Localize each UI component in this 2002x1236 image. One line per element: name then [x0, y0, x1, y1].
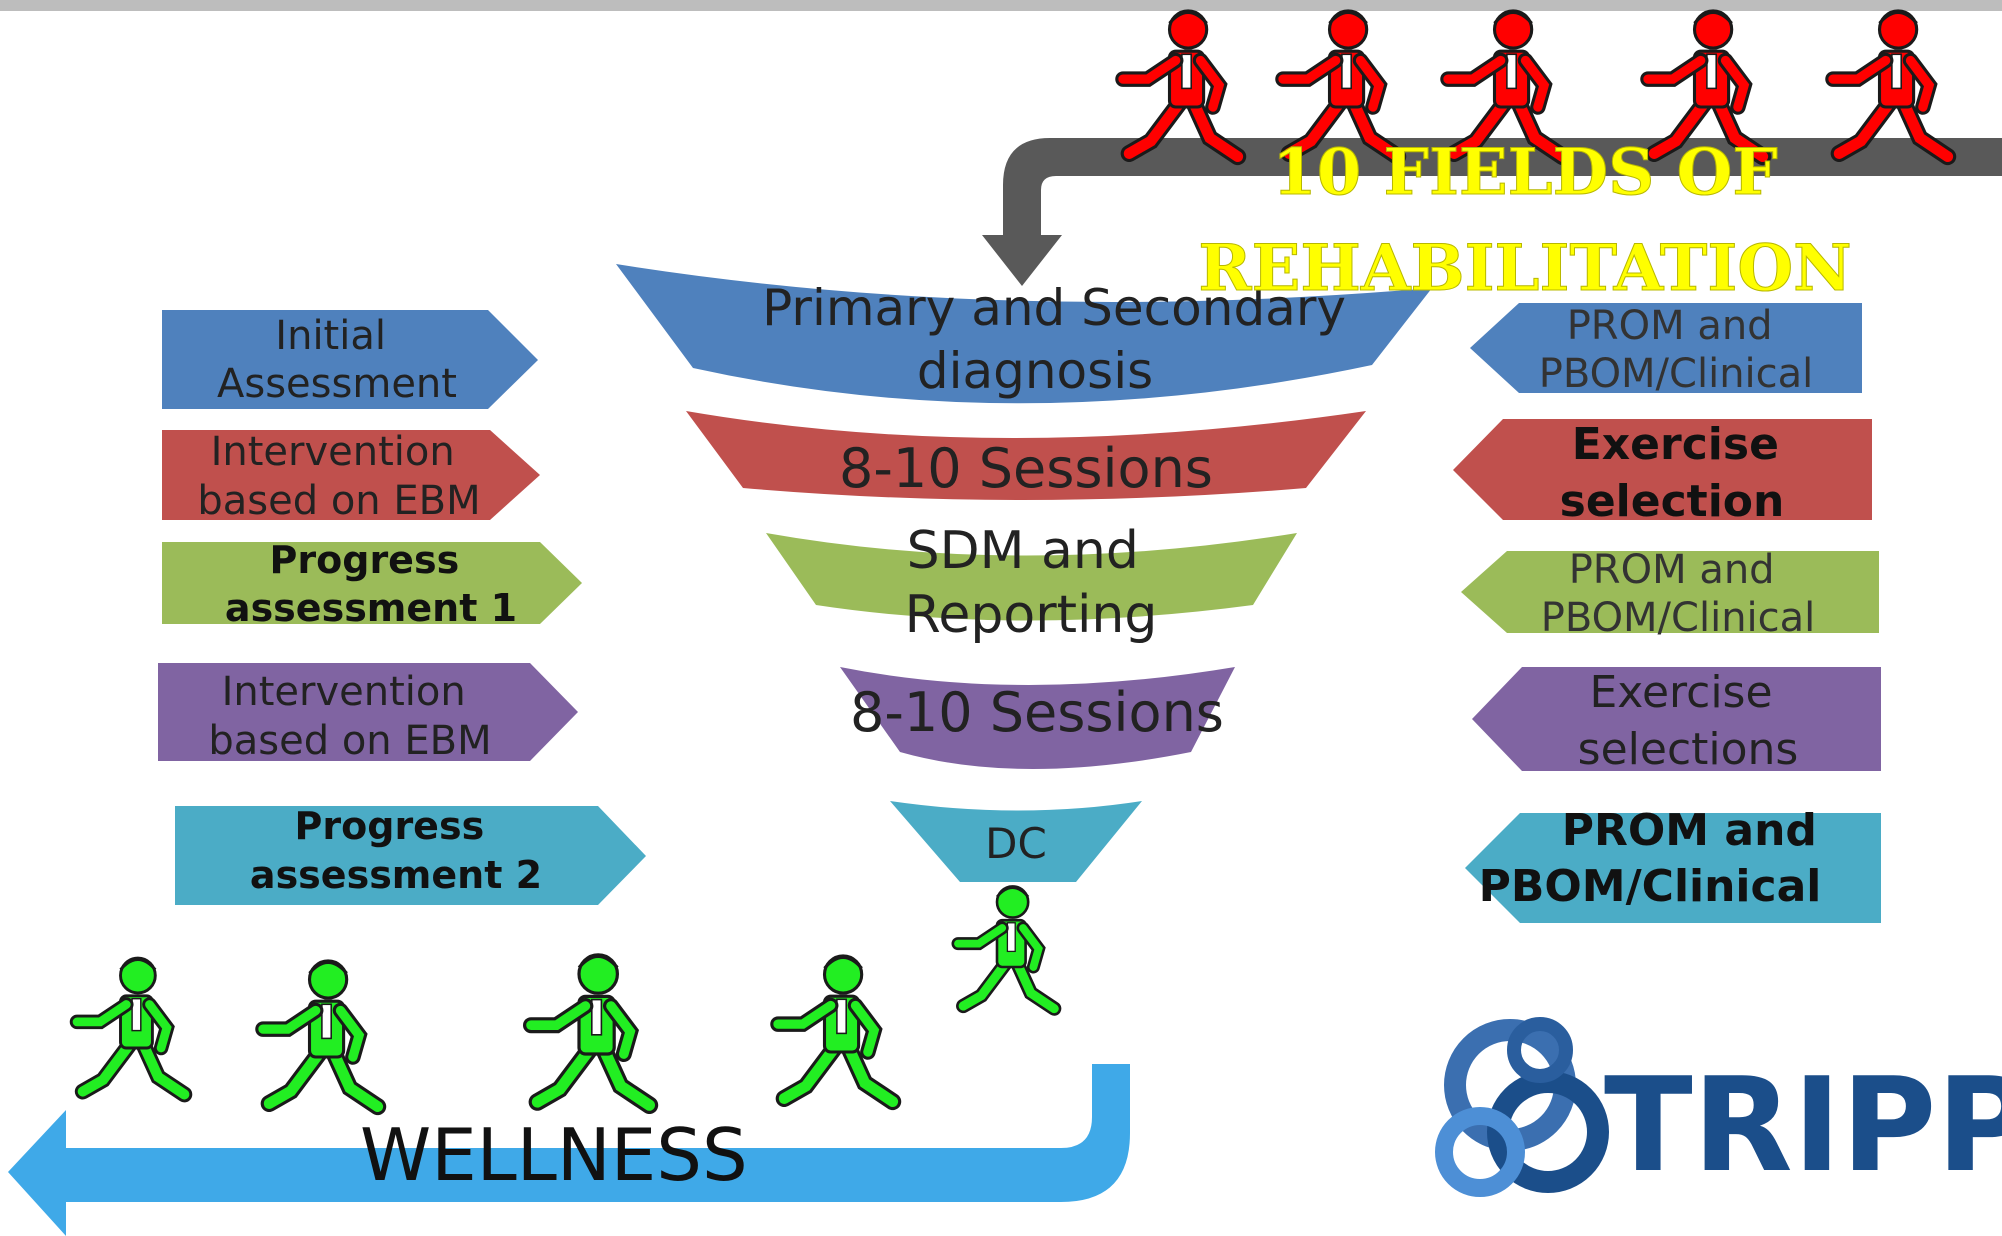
- right-steps: PROM and PBOM/Clinical Exercise selectio…: [1453, 303, 1881, 923]
- right-step-2-label: Exercise selection: [1560, 419, 1795, 527]
- right-step-1-label: PROM and PBOM/Clinical: [1539, 303, 1814, 397]
- red-runner-figure-1: [1115, 9, 1247, 166]
- left-step-2-label: Intervention based on EBM: [197, 429, 480, 524]
- right-step-5-label: PROM and PBOM/Clinical: [1479, 805, 1833, 912]
- green-runner-figure-2: [255, 959, 387, 1116]
- wellness-arrow: WELLNESS: [8, 1064, 1130, 1236]
- funnel-label-5: DC: [985, 819, 1047, 868]
- wellness-label: WELLNESS: [360, 1113, 748, 1197]
- green-runner-figure-4: [770, 954, 902, 1111]
- right-step-4: Exercise selections: [1472, 667, 1881, 775]
- left-step-3: Progress assessment 1: [162, 538, 582, 630]
- left-steps: Initial Assessment Intervention based on…: [158, 310, 646, 905]
- green-runner-figure-1: [69, 956, 193, 1103]
- left-step-5-label: Progress assessment 2: [250, 804, 542, 897]
- green-runner-figure-5: [951, 885, 1062, 1016]
- funnel-label-1: Primary and Secondary diagnosis: [762, 279, 1362, 400]
- tripp-logo: TRIPP: [1435, 1017, 2002, 1201]
- funnel-band-2: [686, 411, 1366, 500]
- red-runner-figure-4: [1640, 9, 1772, 166]
- left-step-1-label: Initial Assessment: [217, 313, 457, 407]
- red-runner-figure-2: [1275, 9, 1407, 166]
- right-step-3-label: PROM and PBOM/Clinical: [1541, 547, 1816, 641]
- red-runner-figure-3: [1440, 9, 1572, 166]
- right-step-5: PROM and PBOM/Clinical: [1465, 805, 1881, 923]
- right-step-1: PROM and PBOM/Clinical: [1470, 303, 1862, 397]
- left-step-1: Initial Assessment: [162, 310, 538, 409]
- left-step-5: Progress assessment 2: [175, 804, 646, 905]
- funnel: [616, 264, 1432, 882]
- funnel-band-3: [766, 533, 1297, 621]
- top-entry-arrow: [982, 138, 2002, 286]
- left-step-4-label: Intervention based on EBM: [208, 669, 491, 764]
- left-step-3-label: Progress assessment 1: [225, 538, 517, 630]
- tripp-logo-mark: [1435, 1017, 1609, 1197]
- top-border: [0, 0, 2002, 11]
- green-runner-figure-3: [522, 953, 659, 1115]
- right-step-2: Exercise selection: [1453, 419, 1872, 527]
- funnel-labels: Primary and Secondary diagnosis 8-10 Ses…: [762, 279, 1362, 868]
- green-runners: [69, 885, 1062, 1116]
- funnel-band-4: [840, 667, 1235, 769]
- left-step-2: Intervention based on EBM: [162, 429, 540, 524]
- fields-title: 10 FIELDS OF REHABILITATION: [1198, 135, 1852, 307]
- fields-title-line-1: 10 FIELDS OF: [1272, 135, 1778, 210]
- fields-title-line-2: REHABILITATION: [1198, 231, 1851, 306]
- red-runner-figure-5: [1825, 9, 1957, 166]
- red-runners: [1115, 9, 1957, 166]
- funnel-label-4: 8-10 Sessions: [850, 681, 1224, 744]
- right-step-4-label: Exercise selections: [1578, 667, 1799, 775]
- funnel-label-2: 8-10 Sessions: [839, 437, 1213, 500]
- funnel-label-3: SDM and Reporting: [905, 521, 1158, 645]
- funnel-band-1: [616, 264, 1432, 404]
- right-step-3: PROM and PBOM/Clinical: [1461, 547, 1879, 641]
- tripp-logo-text: TRIPP: [1604, 1049, 2002, 1201]
- funnel-band-5: [890, 801, 1142, 882]
- left-step-4: Intervention based on EBM: [158, 663, 578, 764]
